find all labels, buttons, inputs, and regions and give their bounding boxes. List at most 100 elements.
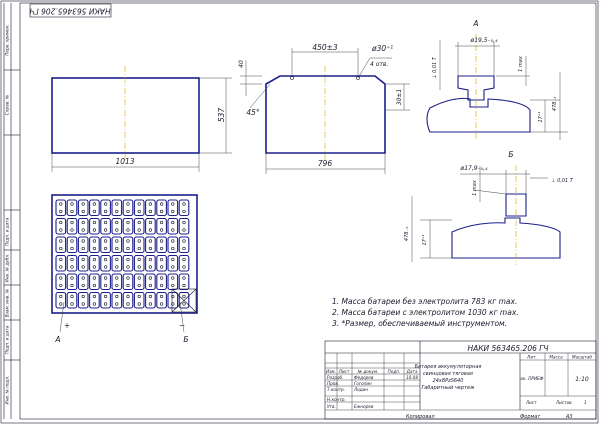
- detail-b-dia: ø17,9₋₀,₄: [460, 165, 489, 172]
- cell-terminal: [160, 265, 164, 269]
- cell-terminal: [81, 257, 85, 262]
- cell: [89, 236, 100, 254]
- cell-terminal: [171, 302, 175, 306]
- cell-terminal: [103, 283, 108, 288]
- cell-terminal: [126, 257, 130, 262]
- detail-b: Б ø17,9₋₀,₄ ⊥ 0,01 Т 1 max 17⁺¹ 478₋₃: [404, 150, 574, 265]
- cell-terminal: [59, 294, 63, 299]
- cell: [77, 217, 89, 235]
- cell: [55, 291, 67, 309]
- row-name-5: Ежнорев: [354, 404, 374, 409]
- detail-b-perp: ⊥ 0,01 Т: [551, 178, 574, 184]
- cell-terminal: [182, 257, 186, 262]
- cell: [100, 199, 111, 217]
- cell-terminal: [103, 302, 108, 306]
- cell-terminal: [171, 276, 175, 280]
- cell-terminal: [70, 302, 74, 306]
- cell: [133, 254, 145, 272]
- cell-terminal: [81, 283, 85, 288]
- cell: [167, 291, 179, 309]
- front-width-dim: 1013: [115, 157, 134, 166]
- left-dim: 40: [238, 60, 245, 68]
- cell-terminal: [137, 302, 141, 306]
- cell-terminal: [126, 239, 130, 243]
- cell-terminal: [160, 283, 164, 288]
- sheets-label: Листов: [555, 400, 572, 405]
- cell: [66, 217, 78, 235]
- cell: [77, 254, 89, 272]
- cell: [133, 291, 145, 309]
- note-2: 2. Масса батареи с электролитом 1030 кг …: [332, 308, 519, 317]
- cell: [100, 217, 111, 235]
- name-line-2: свинцовая тяговая: [423, 371, 473, 377]
- cell-terminal: [182, 246, 186, 251]
- cell-terminal: [92, 246, 96, 251]
- cell-terminal: [81, 294, 85, 299]
- cell-terminal: [115, 294, 119, 299]
- scale-value: 1:10: [575, 376, 589, 383]
- strip-label-7: Инв. № подл.: [5, 376, 10, 405]
- cell: [89, 254, 100, 272]
- cell: [178, 217, 190, 235]
- cell-terminal: [137, 209, 141, 214]
- cell: [167, 254, 179, 272]
- cell: [55, 199, 67, 217]
- note-1: 1. Масса батареи без электролита 783 кг …: [332, 297, 517, 306]
- strip-label-2: Справ. №: [5, 94, 10, 115]
- cell: [178, 273, 190, 291]
- cell: [77, 236, 89, 254]
- cell-terminal: [70, 202, 74, 206]
- right-dim: 30±1: [396, 89, 403, 105]
- cell: [111, 273, 123, 291]
- cell-terminal: [182, 220, 186, 225]
- format-label: Формат: [520, 414, 541, 420]
- cell-terminal: [59, 265, 63, 269]
- cell: [122, 236, 134, 254]
- cell-terminal: [126, 246, 130, 251]
- cell: [55, 236, 67, 254]
- top-dim: 450±3: [312, 43, 338, 52]
- cell-terminal: [59, 202, 63, 206]
- cell: [111, 217, 123, 235]
- cell-terminal: [59, 276, 63, 280]
- cell: [167, 217, 179, 235]
- cell: [111, 291, 123, 309]
- detail-a: А ø19,5₋₀,₄ ⊥ 0,01 Т 1 max 17⁺¹ 478₋₃: [426, 19, 568, 140]
- cell-terminal: [115, 283, 119, 288]
- format-value: А3: [565, 414, 573, 420]
- cell-terminal: [137, 246, 141, 251]
- row-date-1: 10.08: [406, 375, 418, 380]
- cell-terminal: [160, 276, 164, 280]
- cell: [55, 254, 67, 272]
- cell: [145, 291, 156, 309]
- sheets-value: 1: [584, 400, 587, 405]
- cell-terminal: [137, 220, 141, 225]
- cell-terminal: [148, 246, 152, 251]
- cell: [167, 199, 179, 217]
- detail-a-perp: ⊥ 0,01 Т: [432, 56, 438, 79]
- cell-terminal: [103, 228, 108, 232]
- cell-terminal: [171, 209, 175, 214]
- cell-terminal: [115, 257, 119, 262]
- notes: 1. Масса батареи без электролита 783 кг …: [332, 297, 519, 328]
- cell-terminal: [103, 202, 108, 206]
- cell: [111, 236, 123, 254]
- cell-terminal: [70, 283, 74, 288]
- cell: [89, 217, 100, 235]
- mirror-code-text: НАКИ 563465.206 ГЧ: [29, 7, 110, 16]
- cell: [66, 291, 78, 309]
- cell-terminal: [92, 257, 96, 262]
- cell-terminal: [70, 209, 74, 214]
- cell-terminal: [148, 265, 152, 269]
- cell-terminal: [126, 294, 130, 299]
- title-code: НАКИ 563465.206 ГЧ: [467, 344, 548, 353]
- cell-terminal: [103, 246, 108, 251]
- row-role-4: Н.контр.: [327, 397, 346, 402]
- plus-terminal: +: [64, 321, 70, 330]
- cell-terminal: [160, 228, 164, 232]
- cell-terminal: [103, 294, 108, 299]
- title-block: НАКИ 563465.206 ГЧ Изм. Лист № докум. По…: [324, 340, 597, 420]
- cell-terminal: [126, 202, 130, 206]
- cell: [100, 273, 111, 291]
